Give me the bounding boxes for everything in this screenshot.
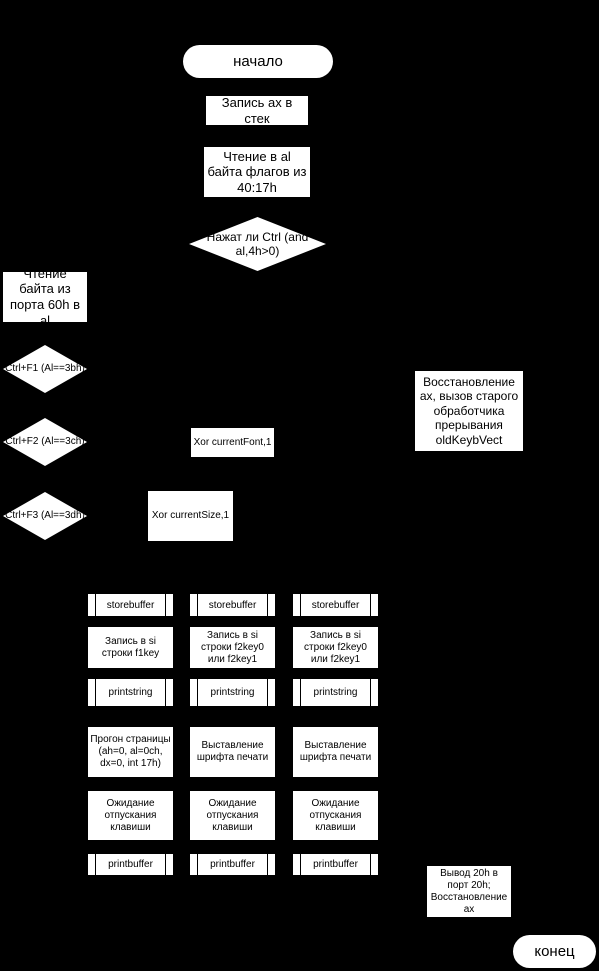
set-font-block: Выставление шрифта печати [293, 727, 378, 777]
push-ax-block: Запись ax в стек [206, 95, 308, 126]
write-si-block: Запись в si строки f2key0 или f2key1 [293, 627, 378, 668]
subroutine-bar [165, 679, 166, 706]
set-font-block: Выставление шрифта печати [190, 727, 275, 777]
subroutine-bar [300, 679, 301, 706]
printstring-label: printstring [210, 687, 255, 698]
subroutine-bar [95, 679, 96, 706]
restore-old-handler-block: Восстановление ax, вызов старого обработ… [415, 371, 523, 451]
subroutine-bar [300, 594, 301, 616]
subroutine-bar [267, 679, 268, 706]
read-port-block: Чтение байта из порта 60h в al [3, 266, 87, 328]
subroutine-bar [370, 854, 371, 875]
read-flags-block: Чтение в al байта флагов из 40:17h [204, 147, 310, 197]
printbuffer-label: printbuffer [210, 859, 255, 870]
ctrl-f3-label: Ctrl+F3 (Al==3dh) [5, 510, 85, 521]
storebuffer-subroutine: storebuffer [88, 594, 173, 616]
ctrl-pressed-label: Нажат ли Ctrl (and al,4h>0) [206, 229, 309, 258]
subroutine-bar [165, 594, 166, 616]
ctrl-f2-label: Ctrl+F2 (Al==3ch) [5, 436, 85, 447]
decision-shape [189, 217, 326, 271]
printbuffer-subroutine: printbuffer [88, 854, 173, 875]
printstring-subroutine: printstring [293, 679, 378, 706]
write-si-block: Запись в si строки f2key0 или f2key1 [190, 627, 275, 668]
subroutine-bar [95, 594, 96, 616]
wait-release-block: Ожидание отпускания клавиши [293, 791, 378, 840]
wait-release-block: Ожидание отпускания клавиши [190, 791, 275, 840]
storebuffer-subroutine: storebuffer [190, 594, 275, 616]
subroutine-bar [370, 594, 371, 616]
eoi-restore-block: Вывод 20h в порт 20h; Восстановление ax [427, 866, 511, 917]
subroutine-bar [370, 679, 371, 706]
storebuffer-label: storebuffer [311, 599, 360, 611]
form-feed-block: Прогон страницы (ah=0, al=0ch, dx=0, int… [88, 727, 173, 777]
decision-shape [3, 492, 87, 540]
ctrl-f1-decision: Ctrl+F1 (Al==3bh) [3, 345, 87, 393]
printstring-label: printstring [108, 687, 153, 698]
subroutine-bar [197, 679, 198, 706]
ctrl-f3-decision: Ctrl+F3 (Al==3dh) [3, 492, 87, 540]
write-si-block: Запись в si строки f1key [88, 627, 173, 668]
printstring-subroutine: printstring [190, 679, 275, 706]
printbuffer-label: printbuffer [108, 859, 153, 870]
decision-shape [3, 418, 87, 466]
storebuffer-label: storebuffer [106, 599, 155, 611]
ctrl-f2-decision: Ctrl+F2 (Al==3ch) [3, 418, 87, 466]
subroutine-bar [267, 594, 268, 616]
start-terminator: начало [183, 45, 333, 78]
subroutine-bar [95, 854, 96, 875]
xor-size-block: Xor currentSize,1 [148, 491, 233, 541]
wait-release-block: Ожидание отпускания клавиши [88, 791, 173, 840]
printbuffer-subroutine: printbuffer [293, 854, 378, 875]
ctrl-f1-label: Ctrl+F1 (Al==3bh) [5, 363, 85, 374]
printstring-label: printstring [313, 687, 358, 698]
printbuffer-label: printbuffer [313, 859, 358, 870]
subroutine-bar [165, 854, 166, 875]
subroutine-bar [197, 854, 198, 875]
subroutine-bar [300, 854, 301, 875]
xor-font-block: Xor currentFont,1 [191, 428, 274, 457]
decision-shape [3, 345, 87, 393]
storebuffer-label: storebuffer [208, 599, 257, 611]
printstring-subroutine: printstring [88, 679, 173, 706]
subroutine-bar [197, 594, 198, 616]
ctrl-pressed-decision: Нажат ли Ctrl (and al,4h>0) [189, 217, 326, 271]
end-terminator: конец [513, 935, 596, 968]
storebuffer-subroutine: storebuffer [293, 594, 378, 616]
subroutine-bar [267, 854, 268, 875]
printbuffer-subroutine: printbuffer [190, 854, 275, 875]
